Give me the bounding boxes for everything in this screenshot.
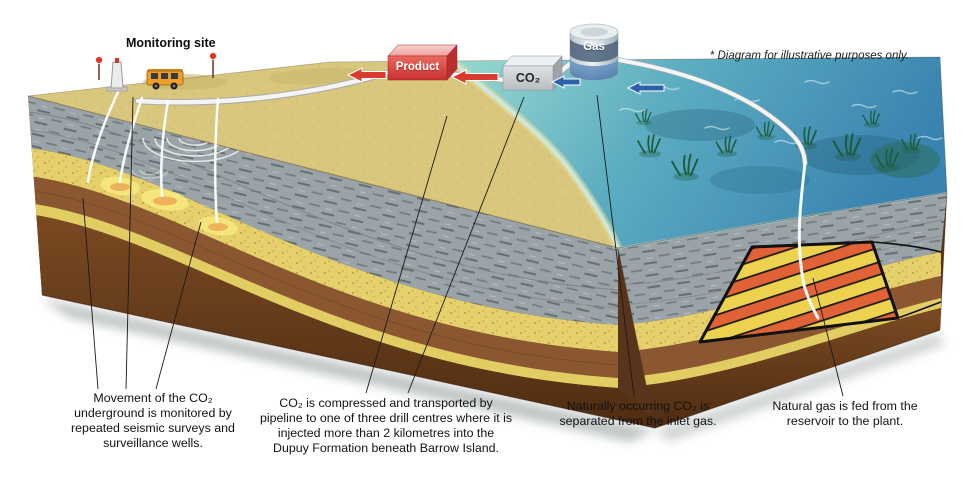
ocean-detail (619, 79, 943, 194)
caption-co2-separation: Naturally occurring CO₂ is separated fro… (559, 399, 717, 428)
monument-icon (106, 58, 128, 92)
ocean (452, 57, 947, 248)
surveillance-well (86, 90, 120, 184)
blue-flow-arrow (550, 75, 581, 89)
product-label: Product (395, 61, 440, 73)
gas-cylinder (569, 23, 619, 81)
red-flow-arrow (450, 69, 499, 85)
marker-pole-icon (95, 52, 217, 80)
base-layer-right (618, 308, 947, 428)
block-shadow (40, 298, 945, 442)
gas-production-well (797, 161, 820, 320)
caption-natural-gas: Natural gas is fed from the reservoir to… (772, 399, 918, 428)
co2-plume (100, 176, 238, 236)
truck-icon (146, 69, 184, 90)
gas-cylinder-label: Gas (583, 41, 605, 53)
co2-box-label: CO₂ (515, 71, 541, 85)
thin-sand-layer-right (618, 298, 941, 388)
caption-compression-injection: CO₂ is compressed and transported by pip… (259, 396, 513, 455)
leader-lines (82, 94, 844, 397)
caption-monitoring: Movement of the CO₂ underground is monit… (71, 391, 235, 450)
top-surface (28, 57, 948, 250)
product-box (387, 44, 458, 81)
injection-wells (86, 90, 220, 224)
gas-reservoir (698, 240, 942, 344)
blue-flow-arrow (626, 81, 665, 95)
shoreline (450, 59, 620, 249)
flow-arrows (346, 67, 665, 95)
red-flow-arrow (346, 67, 387, 83)
base-layer-left (28, 214, 655, 428)
monitoring-site (95, 52, 217, 92)
thin-sand-layer-left (28, 203, 618, 388)
brown-layer-left (28, 176, 618, 378)
disclaimer-text: * Diagram for illustrative purposes only… (709, 50, 909, 62)
block-edges (27, 56, 948, 429)
monitoring-site-label: Monitoring site (126, 36, 216, 50)
offshore-pipeline (616, 58, 807, 165)
